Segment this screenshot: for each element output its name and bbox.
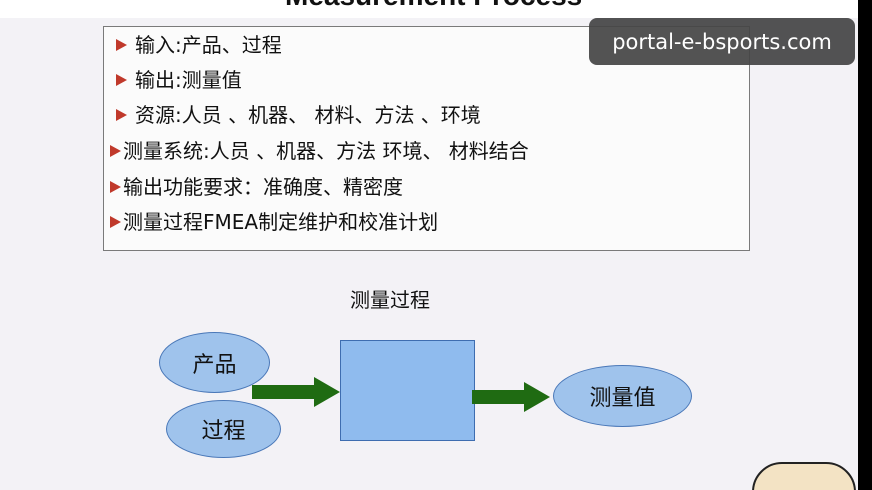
diagram-title: 测量过程 — [350, 288, 430, 312]
input-label: 过程 — [201, 419, 246, 444]
input-product-ellipse: 产品 — [159, 332, 270, 393]
bullet-item: 测量过程FMEA制定维护和校准计划 — [110, 205, 438, 239]
arrow-bullet-icon — [110, 180, 121, 193]
arrow-bullet-icon — [110, 215, 121, 228]
bullet-item: 输入:产品、过程 — [116, 28, 282, 62]
bullet-box: 输入:产品、过程 输出:测量值 资源:人员 、机器、 材料、方法 、环境 测量系… — [103, 26, 750, 251]
output-label: 测量值 — [589, 386, 656, 411]
bullet-text: 输入:产品、过程 — [135, 33, 282, 57]
arrow-bullet-icon — [116, 73, 127, 86]
bullet-text: 输出:测量值 — [135, 68, 242, 92]
hand-cursor-icon — [752, 462, 856, 490]
arrow-bullet-icon — [116, 38, 127, 51]
arrow-bullet-icon — [110, 144, 121, 157]
watermark: portal-e-bsports.com — [589, 18, 855, 65]
output-arrow-icon — [472, 382, 550, 412]
input-process-ellipse: 过程 — [166, 400, 281, 458]
bullet-text: 资源:人员 、机器、 材料、方法 、环境 — [135, 103, 481, 127]
arrow-bullet-icon — [116, 108, 127, 121]
bullet-text: 测量系统:人员 、机器、方法 环境、 材料结合 — [123, 139, 529, 163]
bullet-item: 输出:测量值 — [116, 63, 242, 97]
output-ellipse: 测量值 — [553, 365, 692, 427]
input-arrow-icon — [252, 377, 340, 407]
slide-title: Measurement Process — [285, 0, 582, 12]
process-box — [340, 340, 475, 441]
slide-top-bar — [0, 0, 858, 18]
bullet-item: 输出功能要求：准确度、精密度 — [110, 170, 403, 204]
bullet-item: 资源:人员 、机器、 材料、方法 、环境 — [116, 98, 481, 132]
bullet-text: 测量过程FMEA制定维护和校准计划 — [123, 210, 439, 234]
input-label: 产品 — [192, 352, 237, 378]
bullet-text: 输出功能要求：准确度、精密度 — [123, 175, 403, 199]
bullet-item: 测量系统:人员 、机器、方法 环境、 材料结合 — [110, 134, 529, 168]
